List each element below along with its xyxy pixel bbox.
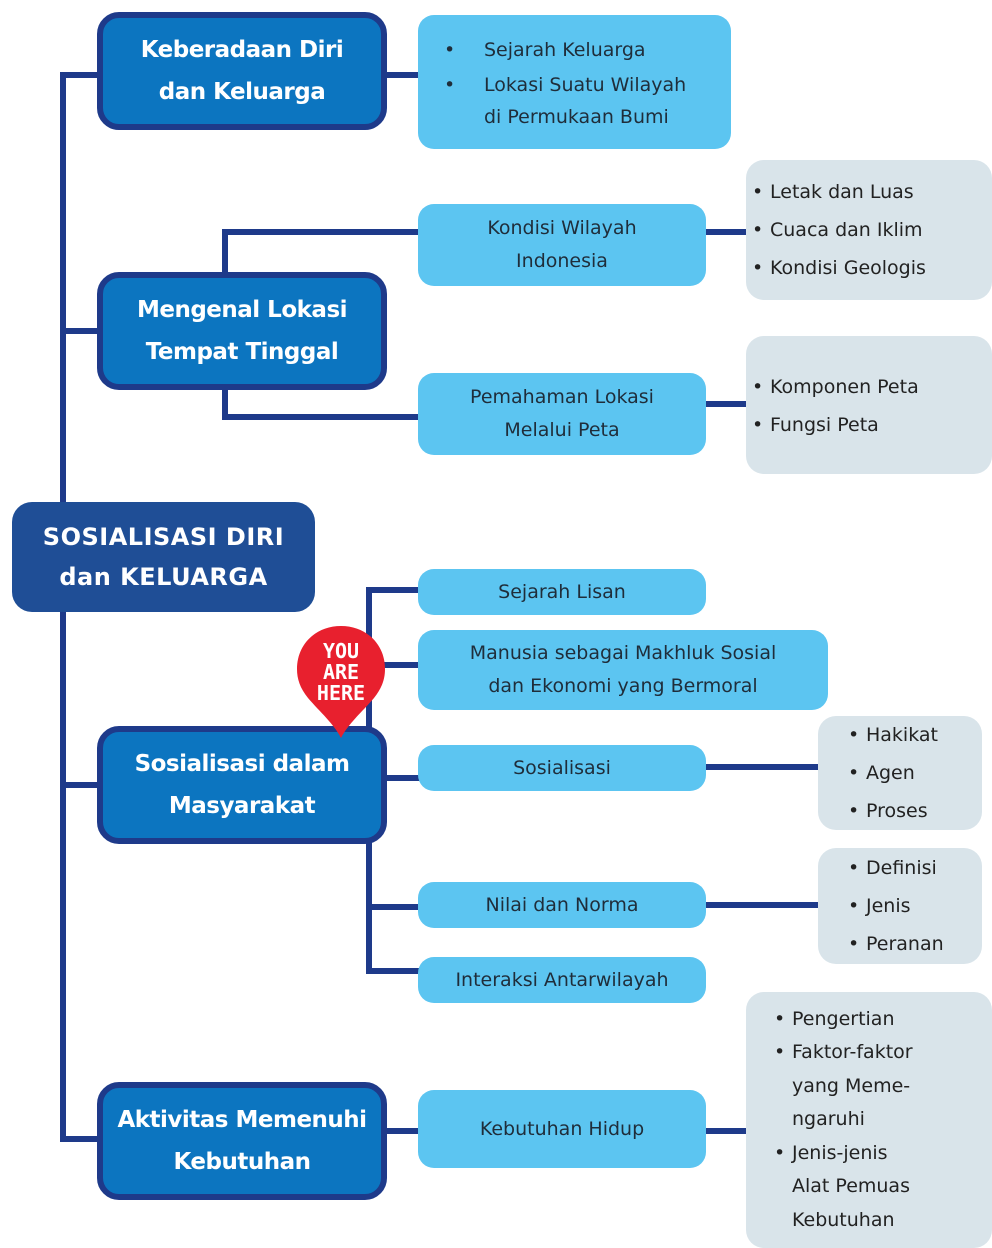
list-item: Jenis — [848, 887, 982, 925]
list-item-continuation: ngaruhi — [792, 1108, 865, 1131]
connector — [222, 229, 420, 235]
connector — [366, 968, 420, 974]
topic-title-line2: Kebutuhan — [173, 1149, 312, 1175]
connector — [704, 229, 748, 235]
trunk-line-bottom — [60, 610, 66, 1142]
list-item: Lokasi Suatu Wilayah — [444, 68, 686, 102]
list-item: Letak dan Luas — [752, 173, 992, 211]
connector — [60, 1136, 100, 1142]
trunk-line-top — [60, 72, 66, 504]
list-item: Pengertian — [774, 1003, 992, 1037]
sub-sejarah-lisan: Sejarah Lisan — [418, 569, 706, 615]
connector — [366, 662, 420, 668]
list-item: Cuaca dan Iklim — [752, 211, 992, 249]
connector — [704, 764, 820, 770]
sub-label: Sosialisasi — [513, 756, 611, 779]
connector — [386, 72, 420, 78]
marker-label-line3: HERE — [317, 681, 365, 705]
topic-mengenal-lokasi: Mengenal Lokasi Tempat Tinggal — [97, 272, 387, 390]
topic-title-line2: Tempat Tinggal — [145, 339, 339, 365]
you-are-here-marker[interactable]: YOU ARE HERE — [296, 624, 386, 740]
connector — [60, 72, 100, 78]
list-item: Sejarah Keluarga — [444, 32, 645, 68]
list-item: Fungsi Peta — [752, 406, 992, 444]
sub-label: Sejarah Lisan — [498, 580, 626, 603]
topic-title-line1: Mengenal Lokasi — [136, 297, 348, 323]
connector — [704, 1128, 748, 1134]
sub-label-line2: Indonesia — [516, 250, 608, 272]
detail-kondisi-wilayah: Letak dan Luas Cuaca dan Iklim Kondisi G… — [746, 160, 992, 300]
marker-label-line1: YOU — [323, 639, 359, 663]
topic-title-line2: Masyarakat — [168, 793, 316, 819]
list-item: Komponen Peta — [752, 368, 992, 406]
list-item: Definisi — [848, 849, 982, 887]
list-item: Proses — [848, 792, 982, 830]
list-item-continuation: Alat Pemuas — [792, 1175, 910, 1198]
sub-pemahaman-lokasi: Pemahaman Lokasi Melalui Peta — [418, 373, 706, 455]
topic-title-line1: Sosialisasi dalam — [134, 751, 350, 777]
topic-title-line1: Keberadaan Diri — [140, 37, 344, 63]
sub-label: Kebutuhan Hidup — [479, 1117, 645, 1140]
root-title-line1: SOSIALISASI DIRI — [42, 523, 285, 551]
connector — [386, 1128, 420, 1134]
sub-sejarah-keluarga: Sejarah Keluarga Lokasi Suatu Wilayah di… — [418, 15, 731, 149]
topic-sosialisasi-masyarakat: Sosialisasi dalam Masyarakat — [97, 726, 387, 844]
list-item-continuation: di Permukaan Bumi — [484, 106, 669, 128]
topic-title-line1: Aktivitas Memenuhi — [117, 1107, 367, 1133]
connector — [222, 388, 228, 420]
list-item: Jenis-jenis — [774, 1137, 992, 1171]
detail-kebutuhan-hidup: Pengertian Faktor-faktor yang Meme- ngar… — [746, 992, 992, 1248]
connector — [366, 904, 420, 910]
sub-label: Nilai dan Norma — [485, 893, 639, 916]
sub-label-line1: Manusia sebagai Makhluk Sosial — [469, 642, 777, 664]
sub-label-line2: Melalui Peta — [504, 419, 620, 441]
sub-sosialisasi: Sosialisasi — [418, 745, 706, 791]
list-item: Kondisi Geologis — [752, 249, 992, 287]
sub-manusia-makhluk-sosial: Manusia sebagai Makhluk Sosial dan Ekono… — [418, 630, 828, 710]
sub-kondisi-wilayah: Kondisi Wilayah Indonesia — [418, 204, 706, 286]
sub-interaksi-antarwilayah: Interaksi Antarwilayah — [418, 957, 706, 1003]
connector — [60, 328, 100, 334]
map-pin-icon — [297, 626, 385, 738]
detail-pemahaman-lokasi: Komponen Peta Fungsi Peta — [746, 336, 992, 474]
connector — [386, 775, 420, 781]
topic-aktivitas-kebutuhan: Aktivitas Memenuhi Kebutuhan — [97, 1082, 387, 1200]
sub-label: Interaksi Antarwilayah — [455, 968, 669, 991]
list-item: Faktor-faktor — [774, 1036, 992, 1070]
list-item-continuation: yang Meme- — [792, 1074, 911, 1097]
list-item: Hakikat — [848, 716, 982, 754]
sub-kebutuhan-hidup: Kebutuhan Hidup — [418, 1090, 706, 1168]
connector — [704, 401, 748, 407]
connector — [366, 587, 420, 593]
connector — [222, 414, 420, 420]
topic-keberadaan-diri: Keberadaan Diri dan Keluarga — [97, 12, 387, 130]
detail-sosialisasi: Hakikat Agen Proses — [818, 716, 982, 830]
detail-nilai-norma: Definisi Jenis Peranan — [818, 848, 982, 964]
topic-title-line2: dan Keluarga — [158, 79, 326, 105]
sub-nilai-norma: Nilai dan Norma — [418, 882, 706, 928]
sub-label-line1: Pemahaman Lokasi — [470, 386, 654, 408]
sub-label-line2: dan Ekonomi yang Bermoral — [488, 675, 758, 697]
connector — [60, 782, 100, 788]
connector — [704, 902, 820, 908]
list-item: Agen — [848, 754, 982, 792]
connector — [222, 229, 228, 277]
root-title-line2: dan KELUARGA — [59, 563, 268, 591]
marker-label-line2: ARE — [323, 660, 359, 684]
list-item-continuation: Kebutuhan — [792, 1208, 895, 1231]
root-node: SOSIALISASI DIRI dan KELUARGA — [12, 502, 315, 612]
sub-label-line1: Kondisi Wilayah — [487, 217, 637, 239]
list-item: Peranan — [848, 925, 982, 963]
